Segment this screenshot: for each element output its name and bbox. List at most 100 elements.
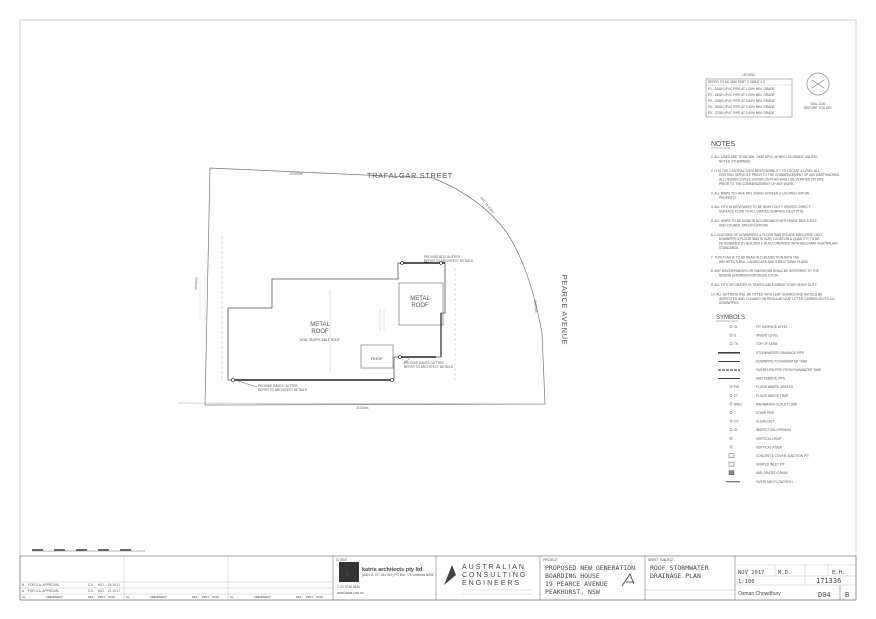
gutter-note-2b: REFER TO ARCHITECT DETAILS <box>404 365 453 369</box>
symbol-row: OVERFLOW PIPE FROM RAINWATER TANK <box>718 368 822 372</box>
note-item: 2. IT IS THE CONTRACTORS RESPONSIBILITY … <box>711 169 840 186</box>
note-item: 4. ALL PITS IN DRIVEWAYS TO BE HEAVY DUT… <box>711 205 810 213</box>
project-block: PROJECT PROPOSED NEW GENERATION BOARDING… <box>543 558 635 596</box>
symbol-label: VERTICAL RISER <box>756 445 783 449</box>
architect-block: CLIENT k katris architects pty ltd (ABN … <box>336 558 433 595</box>
info-drawing-no: D04 <box>818 591 831 599</box>
drawing-label: SHEET SUBJECT <box>648 558 674 562</box>
symbol-label: CLEAN OUT <box>756 420 774 424</box>
architect-name: katris architects pty ltd <box>362 567 422 573</box>
architect-web: www.katris.com.au <box>337 591 364 595</box>
project-line-2: BOARDING HOUSE <box>545 572 600 580</box>
symbol-label: FLOOR WASTE GRATED <box>756 385 794 389</box>
symbol-code: FW <box>734 385 739 389</box>
symbol-row: AND SUBSOIL PIPE <box>718 377 785 381</box>
building-roof-small <box>398 282 444 326</box>
notes-section: NOTES 1. ALL LINES ARE TO BE MIN. 100Ø U… <box>711 141 840 305</box>
symbol-row: OVERLAND FLOW PATH <box>726 480 793 484</box>
north-arrow <box>621 573 635 587</box>
building-roof-roof <box>360 344 394 369</box>
info-designed: M.D. <box>778 570 791 576</box>
rev-header: DATE <box>316 595 323 599</box>
rev-header: No. <box>126 595 130 599</box>
boundary-dim-left: 30.000m <box>194 277 198 290</box>
note-item: 5. ALL WORK TO BE DONE IN ACCORDANCE WIT… <box>711 219 817 227</box>
rev-header: DRFT <box>98 595 105 599</box>
symbol-label: INSPECTION OPENING <box>756 428 792 432</box>
symbol-row: FW FLOOR WASTE GRATED <box>729 385 794 389</box>
info-approved: Osman Chowdhury <box>738 591 781 597</box>
boundary-dim-right: 25.000m <box>533 300 538 313</box>
symbol-label: GRATED INLET PIT <box>756 463 785 467</box>
symbol-row: RWO RAINWATER OUTLET 100Ø <box>729 402 797 406</box>
symbol-label: AND SUBSOIL PIPE <box>756 377 785 381</box>
small-metal-roof-label-2: ROOF <box>411 303 429 309</box>
revisions-table: B FOR D.A. APPROVAL C.K. M.D. 24.10.17 A… <box>20 556 333 600</box>
symbol-row: DOWN PIPE <box>729 411 774 415</box>
symbol-code: IL <box>734 334 737 338</box>
symbol-label: CONCRETE COVER JUNCTION PIT <box>756 454 809 458</box>
symbol-label: STORMWATER DRAINAGE PIPE <box>756 351 804 355</box>
legend-box: LEGEND REFER TO AS 3500 PART 3 TABLE 3.3… <box>705 73 793 118</box>
info-date: NOV 2017 <box>738 570 765 576</box>
project-label: PROJECT <box>543 558 558 562</box>
info-job-no: 171336 <box>816 577 841 585</box>
rev-header: DES <box>192 595 198 599</box>
dial-before-you-dig-logo: DIAL 1100 BEFORE YOU DIG <box>804 72 832 110</box>
rev-header: DRFT <box>202 595 209 599</box>
legend-row: P4 - 300Ø UPVC PIPE AT 0.40% MIN. GRADE <box>708 105 775 109</box>
legend-row: P3 - 225Ø UPVC PIPE AT 0.50% MIN. GRADE <box>708 99 775 103</box>
symbol-row: STORMWATER DRAINAGE PIPE <box>718 351 804 355</box>
symbol-label: INVERT LEVEL <box>756 334 779 338</box>
note-item: 7. THIS PLAN IS TO BE READ IN CONJUNCTIO… <box>711 255 809 263</box>
street-pearce: PEARCE AVENUE <box>560 275 569 346</box>
symbol-code: IO <box>734 428 738 432</box>
note-item: 8. ANY DISCREPANCIES OR OMISSIONS SHALL … <box>711 269 819 277</box>
rev-row-b: B FOR D.A. APPROVAL C.K. M.D. 24.10.17 <box>22 583 121 587</box>
drawing-info-block: NOV 2017 M.D. E.H. 1:100 171336 Osman Ch… <box>735 564 856 599</box>
legend-row: P5 - 375Ø UPVC PIPE AT 0.40% MIN. GRADE <box>708 111 775 115</box>
symbol-code: RWO <box>734 402 742 406</box>
metal-roof-label-2: ROOF <box>311 329 329 335</box>
site-boundary <box>204 167 546 406</box>
small-metal-roof-label-1: METAL <box>410 296 430 302</box>
engineer-block: AUSTRALIAN CONSULTING ENGINEERS <box>444 564 532 595</box>
symbol-code: FT <box>734 394 738 398</box>
symbol-label: FLOOR WASTE TRAP <box>756 394 788 398</box>
symbol-label: AND GRATED DRAIN <box>756 471 788 475</box>
drawing-title-2: DRAINAGE PLAN <box>650 572 701 580</box>
info-revision: B <box>845 591 849 599</box>
symbol-code: CO <box>734 420 739 424</box>
symbol-row: DOWNPIPE TO RAINWATER TANK <box>718 359 808 363</box>
symbols-title: SYMBOLS <box>716 315 745 321</box>
symbol-label: OVERFLOW PIPE FROM RAINWATER TANK <box>756 368 822 372</box>
symbol-row: IL INVERT LEVEL <box>729 334 779 338</box>
site-plan: 20.000m 24.000m 30.000m ARC 15.000m 25.0… <box>177 167 569 410</box>
boundary-dim-top: 20.000m <box>290 172 303 176</box>
note-item: 9. ALL PITS OR GRATES IN TRAFFICABLE ARE… <box>711 283 818 287</box>
gutter-note-3b: REFER TO ARCHITECT DETAILS <box>424 259 473 263</box>
project-line-1: PROPOSED NEW GENERATION <box>545 564 635 572</box>
rev-header: AMENDMENT <box>150 595 167 599</box>
architect-phone: T: 02 9748 3644 <box>337 585 360 589</box>
symbol-row: IO INSPECTION OPENING <box>729 428 792 432</box>
note-item: 3. ALL RWPS TO HAVE MIN. 200mm SCREEN & … <box>711 191 810 199</box>
symbol-code: SL <box>734 325 738 329</box>
engineer-name-1: AUSTRALIAN <box>462 564 526 571</box>
notes-title: NOTES <box>711 141 735 148</box>
project-line-3: 19 PEARCE AVENUE <box>545 580 608 588</box>
svg-text:k: k <box>345 568 351 579</box>
rev-header: DES <box>88 595 94 599</box>
gutter-note-1a: PROVIDE EAVES GUTTER <box>258 384 298 388</box>
project-line-4: PEAKHURST, NSW <box>545 588 600 596</box>
rev-header: DES <box>296 595 302 599</box>
engineer-name-3: ENGINEERS <box>462 580 521 587</box>
symbol-label: RAINWATER OUTLET 100Ø <box>756 402 797 406</box>
architect-sub: (ABN 11 077 644 321) PO Box 776 Lucknow … <box>362 573 433 577</box>
symbol-row: VERTICAL RISER <box>729 445 783 449</box>
legend-title: LEGEND <box>742 73 756 77</box>
rev-header: No. <box>22 595 26 599</box>
